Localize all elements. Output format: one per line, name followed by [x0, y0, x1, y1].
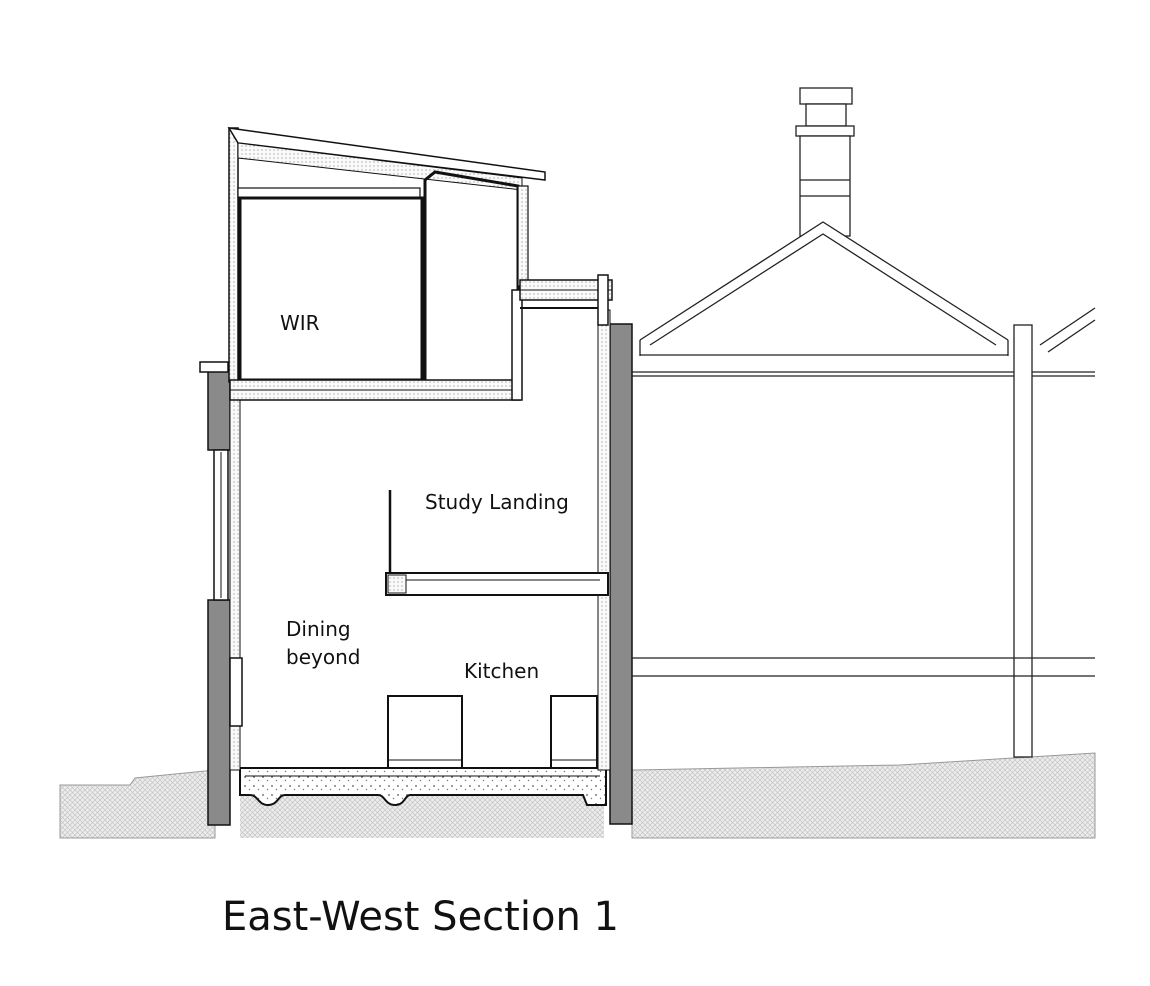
- room-label-wir: WIR: [280, 311, 320, 335]
- east-party-wall: [597, 309, 633, 825]
- west-wall: [199, 361, 243, 826]
- floor-slab: [239, 767, 607, 807]
- room-label-study-landing: Study Landing: [425, 490, 569, 514]
- kitchen-cabinets: [387, 695, 598, 769]
- ground-section: [59, 752, 1096, 839]
- neighbour-house: [632, 87, 1096, 758]
- drawing-caption: East-West Section 1: [222, 894, 619, 940]
- room-label-dining-line2: beyond: [286, 645, 360, 669]
- room-label-dining-line1: Dining: [286, 617, 351, 641]
- study-landing-floor: [385, 490, 609, 596]
- room-label-kitchen: Kitchen: [464, 659, 539, 683]
- upper-wir-volume: [227, 127, 613, 401]
